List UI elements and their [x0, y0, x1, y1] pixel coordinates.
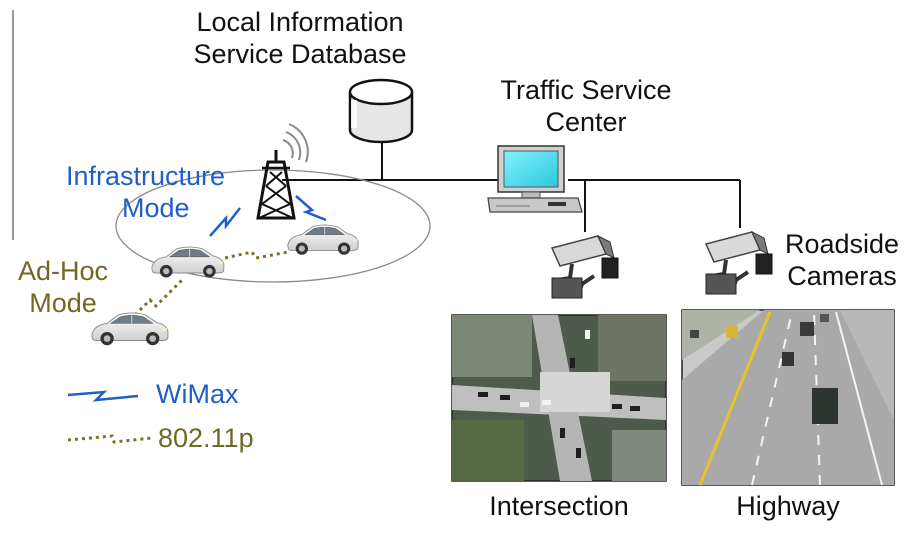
tsc-label-line1: Traffic Service	[500, 75, 672, 105]
legend-wimax-label: WiMax	[156, 379, 239, 409]
cameras-label-line1: Roadside	[784, 229, 900, 259]
adhoc-label-line2: Mode	[29, 288, 97, 318]
dsrc-links	[128, 250, 289, 322]
database-label-line1: Local Information	[196, 7, 404, 37]
database-label-line2: Service Database	[193, 39, 407, 69]
network-links	[282, 142, 741, 232]
tower-icon	[256, 123, 309, 220]
tsc-label-line2: Center	[545, 107, 627, 137]
computer-icon	[487, 145, 583, 213]
legend-dsrc-label: 802.11p	[158, 423, 254, 453]
database-label: Local Information Service Database	[160, 6, 440, 70]
adhoc-label-line1: Ad-Hoc	[17, 256, 109, 286]
legend-dsrc-symbol	[67, 434, 153, 444]
highway-photo	[681, 309, 895, 486]
highway-caption: Highway	[736, 491, 840, 521]
infra-label-line1: Infrastructure	[66, 161, 226, 191]
infrastructure-mode-label: Infrastructure Mode	[66, 160, 225, 224]
intersection-caption: Intersection	[489, 491, 629, 521]
cameras-label-line2: Cameras	[787, 261, 897, 291]
wimax-links	[209, 195, 327, 237]
infra-label-line2: Mode	[122, 193, 190, 223]
cameras-label: Roadside Cameras	[772, 228, 912, 292]
coverage-area	[115, 169, 431, 283]
adhoc-mode-label: Ad-Hoc Mode	[4, 255, 122, 319]
camera-icon	[704, 230, 774, 296]
car-icon	[287, 224, 359, 256]
camera-icon	[550, 234, 620, 300]
tsc-label: Traffic Service Center	[466, 74, 706, 138]
car-icon	[151, 246, 225, 278]
database-icon	[348, 78, 414, 144]
intersection-photo	[451, 314, 667, 482]
legend-wimax-symbol	[67, 390, 139, 402]
